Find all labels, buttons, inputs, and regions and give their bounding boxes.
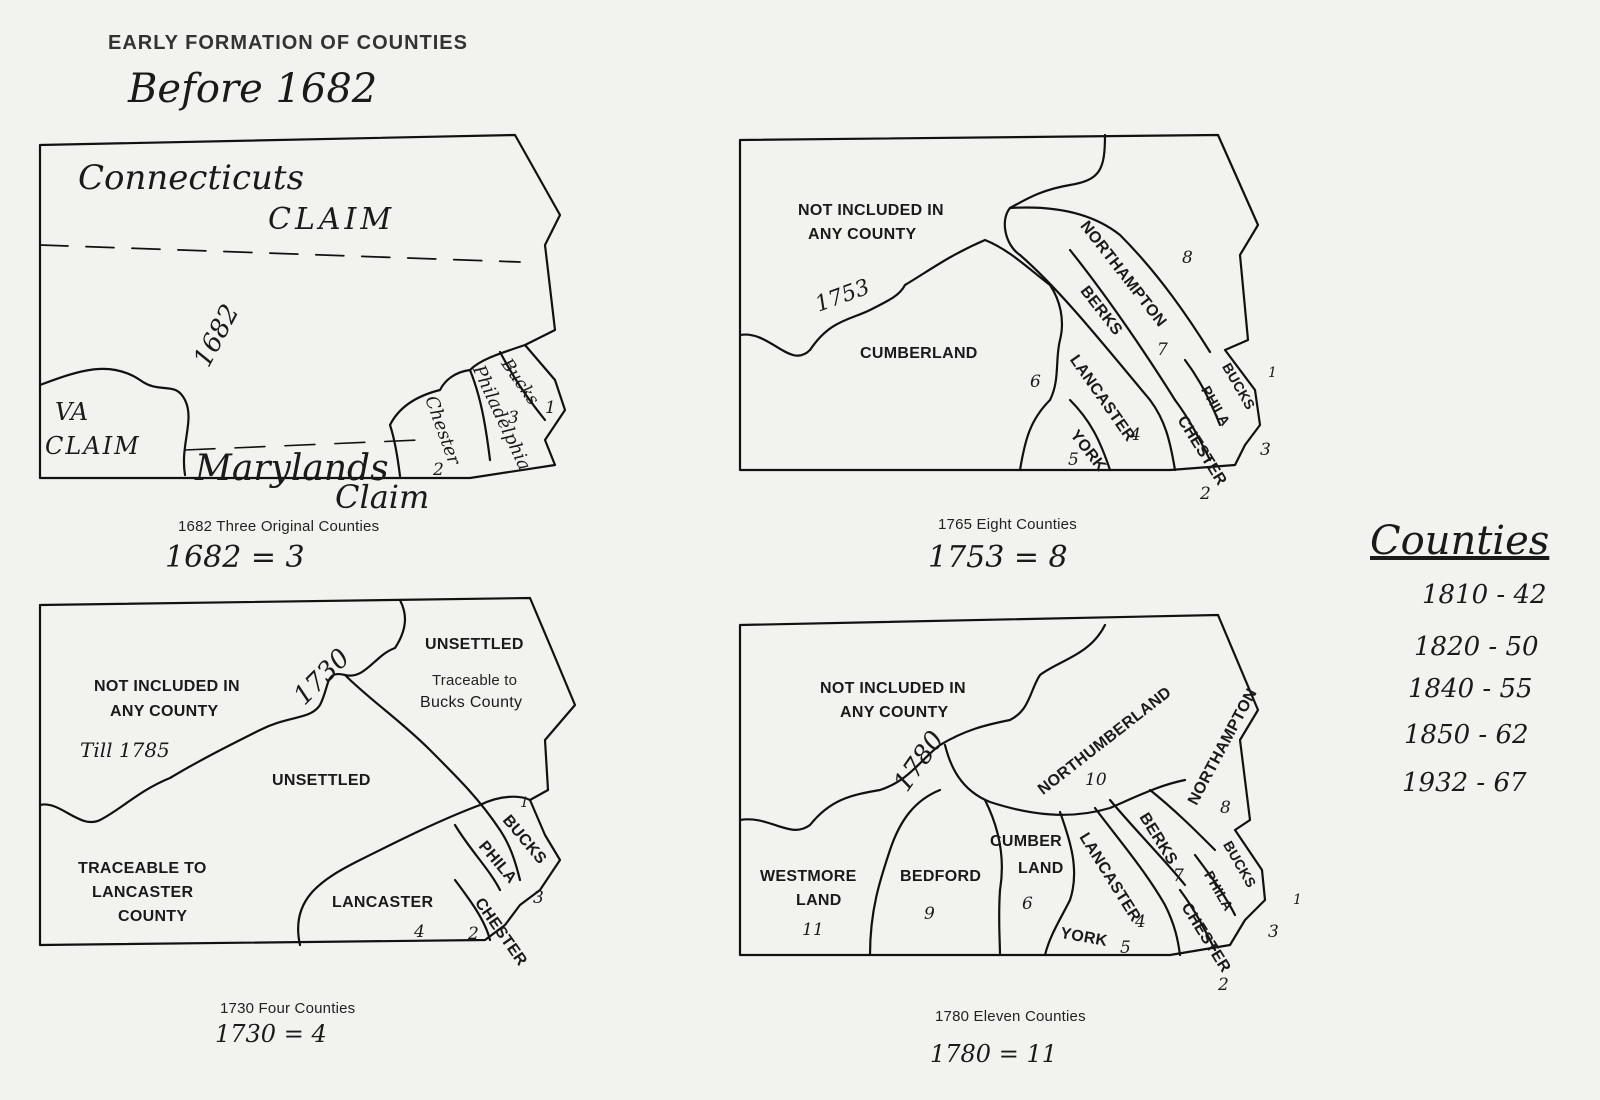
counties-item-4: 1850 - 62 — [1404, 720, 1529, 750]
map1-bucks-number: 1 — [545, 398, 556, 418]
map4-note: 1780 = 11 — [930, 1040, 1057, 1068]
map4-chester-number: 2 — [1218, 975, 1229, 995]
map2-any-county-label: ANY COUNTY — [808, 226, 917, 243]
map2-york-number: 5 — [1068, 450, 1079, 470]
map3-note: 1730 = 4 — [215, 1020, 327, 1048]
map2-northampton-number: 8 — [1182, 248, 1193, 268]
map4-york-number: 5 — [1120, 938, 1131, 958]
map1-outline — [38, 133, 567, 480]
map3-lancaster-label: LANCASTER — [332, 894, 434, 911]
map4-northumberland-number: 10 — [1085, 770, 1107, 790]
map4-cumberland-label: CUMBER — [990, 833, 1063, 850]
map3-chester-number: 2 — [468, 924, 479, 944]
page-title: EARLY FORMATION OF COUNTIES — [108, 32, 468, 54]
map3-lancaster-county-label: LANCASTER — [92, 884, 194, 901]
map1-chester-number: 2 — [433, 460, 444, 480]
map3-traceable-lanc-label: TRACEABLE TO — [78, 860, 207, 877]
map3-lancaster-number: 4 — [414, 922, 425, 942]
counties-item-3: 1840 - 55 — [1408, 674, 1533, 704]
counties-item-5: 1932 - 67 — [1402, 768, 1527, 798]
map4-northampton-number: 8 — [1220, 798, 1231, 818]
map4-not-included-label: NOT INCLUDED IN — [820, 680, 966, 697]
map4-berks-number: 7 — [1173, 866, 1184, 886]
map3-till-label: Till 1785 — [80, 738, 170, 762]
map2-chester-number: 2 — [1200, 484, 1211, 504]
map4-westmoreland-land-label: LAND — [796, 892, 842, 909]
map4-cumberland-land-label: LAND — [1018, 860, 1064, 877]
map4-bedford-label: BEDFORD — [900, 868, 982, 885]
map1-connecticut-claim-label: CLAIM — [268, 202, 396, 237]
map2-berks-number: 7 — [1157, 340, 1168, 360]
map2-not-included-label: NOT INCLUDED IN — [798, 202, 944, 219]
map4-outline — [738, 613, 1267, 957]
map1-va-label: VA — [55, 398, 89, 426]
map3-unsettled-mid-label: UNSETTLED — [272, 772, 371, 789]
map4-cumberland-number: 6 — [1022, 894, 1033, 914]
map1-connecticut-label: Connecticuts — [78, 158, 305, 198]
map2-bucks-number: 1 — [1268, 365, 1277, 381]
map4-caption: 1780 Eleven Counties — [935, 1008, 1086, 1025]
map3-bucks-number: 1 — [520, 795, 529, 811]
map2-cumberland-label: CUMBERLAND — [860, 345, 978, 362]
map4-any-county-label: ANY COUNTY — [840, 704, 949, 721]
counties-heading: Counties — [1370, 518, 1550, 564]
counties-item-1: 1810 - 42 — [1422, 580, 1547, 610]
map2-note: 1753 = 8 — [928, 540, 1068, 575]
map1-va-claim-label: CLAIM — [45, 432, 141, 460]
map3-unsettled-top-label: UNSETTLED — [425, 636, 524, 653]
map4-westmoreland-label: WESTMORE — [760, 868, 857, 885]
map4-bucks-number: 1 — [1293, 892, 1302, 908]
map1-note: 1682 = 3 — [165, 540, 305, 575]
map4-westmoreland-number: 11 — [802, 920, 824, 940]
map1-caption: 1682 Three Original Counties — [178, 518, 380, 535]
map3-not-included-label: NOT INCLUDED IN — [94, 678, 240, 695]
map2-caption: 1765 Eight Counties — [938, 516, 1077, 533]
map2-cumberland-number: 6 — [1030, 372, 1041, 392]
map3-outline — [38, 596, 577, 947]
map3-phila-number: 3 — [533, 888, 544, 908]
page-subtitle: Before 1682 — [128, 66, 378, 112]
map4-phila-number: 3 — [1268, 922, 1279, 942]
map3-bucks-county-label: Bucks County — [420, 694, 523, 711]
map3-county-label: COUNTY — [118, 908, 188, 925]
map1-maryland-claim-label: Claim — [335, 478, 430, 516]
map4-lancaster-number: 4 — [1135, 912, 1146, 932]
counties-item-2: 1820 - 50 — [1414, 632, 1539, 662]
map2-outline — [738, 133, 1262, 472]
map3-any-county-label: ANY COUNTY — [110, 703, 219, 720]
map3-caption: 1730 Four Counties — [220, 1000, 356, 1017]
map4-bedford-number: 9 — [924, 904, 935, 924]
map1-philadelphia-number: 3 — [508, 408, 519, 428]
map2-phila-number: 3 — [1260, 440, 1271, 460]
map2-lancaster-number: 4 — [1130, 425, 1141, 445]
map3-traceable-bucks-label: Traceable to — [432, 672, 518, 689]
map1-maryland-label: Marylands — [195, 448, 389, 489]
